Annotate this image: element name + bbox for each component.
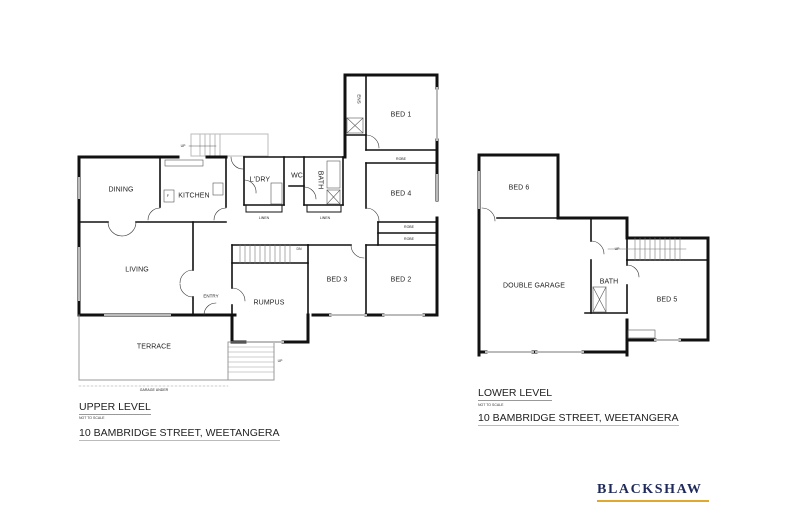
stairs-up-label-top: UP [180,144,186,148]
room-label-dining: DINING [108,186,134,194]
room-label-bed1: BED 1 [390,111,412,119]
linen-label-laundry: LINEN [258,216,270,220]
room-label-terrace: TERRACE [136,343,172,351]
lower-level-address: 10 BAMBRIDGE STREET, WEETANGERA [478,412,679,426]
room-label-entry: ENTRY [203,293,219,299]
lower-level-title: LOWER LEVEL [478,387,553,401]
room-label-bed2: BED 2 [390,276,412,284]
blackshaw-logo: BLACKSHAW [597,482,703,497]
room-label-bath-lower: BATH [599,278,619,286]
lower-level-scale-note: NOT TO SCALE [478,403,504,407]
upper-level-address: 10 BAMBRIDGE STREET, WEETANGERA [79,427,280,441]
linen-label-bath: LINEN [319,216,331,220]
stairs-down-label: DN [296,247,302,251]
room-label-rumpus: RUMPUS [253,299,285,307]
upper-level-title: UPPER LEVEL [79,401,151,415]
robe-label-bed2: ROBE [404,237,414,241]
room-label-bed3: BED 3 [326,276,348,284]
upper-level-scale-note: NOT TO SCALE [79,416,105,420]
room-label-ensuite: ENS [356,94,362,104]
room-label-bed6: BED 6 [508,184,530,192]
upper-level-plan [77,73,439,387]
robe-label-bed4: ROBE [404,225,414,229]
fridge-label: F [166,194,170,198]
room-label-bed4: BED 4 [390,190,412,198]
room-label-living: LIVING [125,266,149,274]
room-label-wc: WC [291,172,303,180]
room-label-double-garage: DOUBLE GARAGE [503,282,565,290]
stairs-up-label-lower: UP [614,247,620,251]
garage-under-label: GARAGE UNDER [139,388,169,392]
stairs-up-label-bottom: UP [277,359,283,363]
room-label-bed5: BED 5 [656,296,678,304]
logo-underline [597,500,709,502]
room-label-bath: BATH [316,170,324,190]
lower-level-plan [477,153,710,357]
room-label-kitchen: KITCHEN [178,192,210,200]
robe-label-bed1: ROBE [396,157,406,161]
room-label-laundry: L'DRY [249,176,271,184]
